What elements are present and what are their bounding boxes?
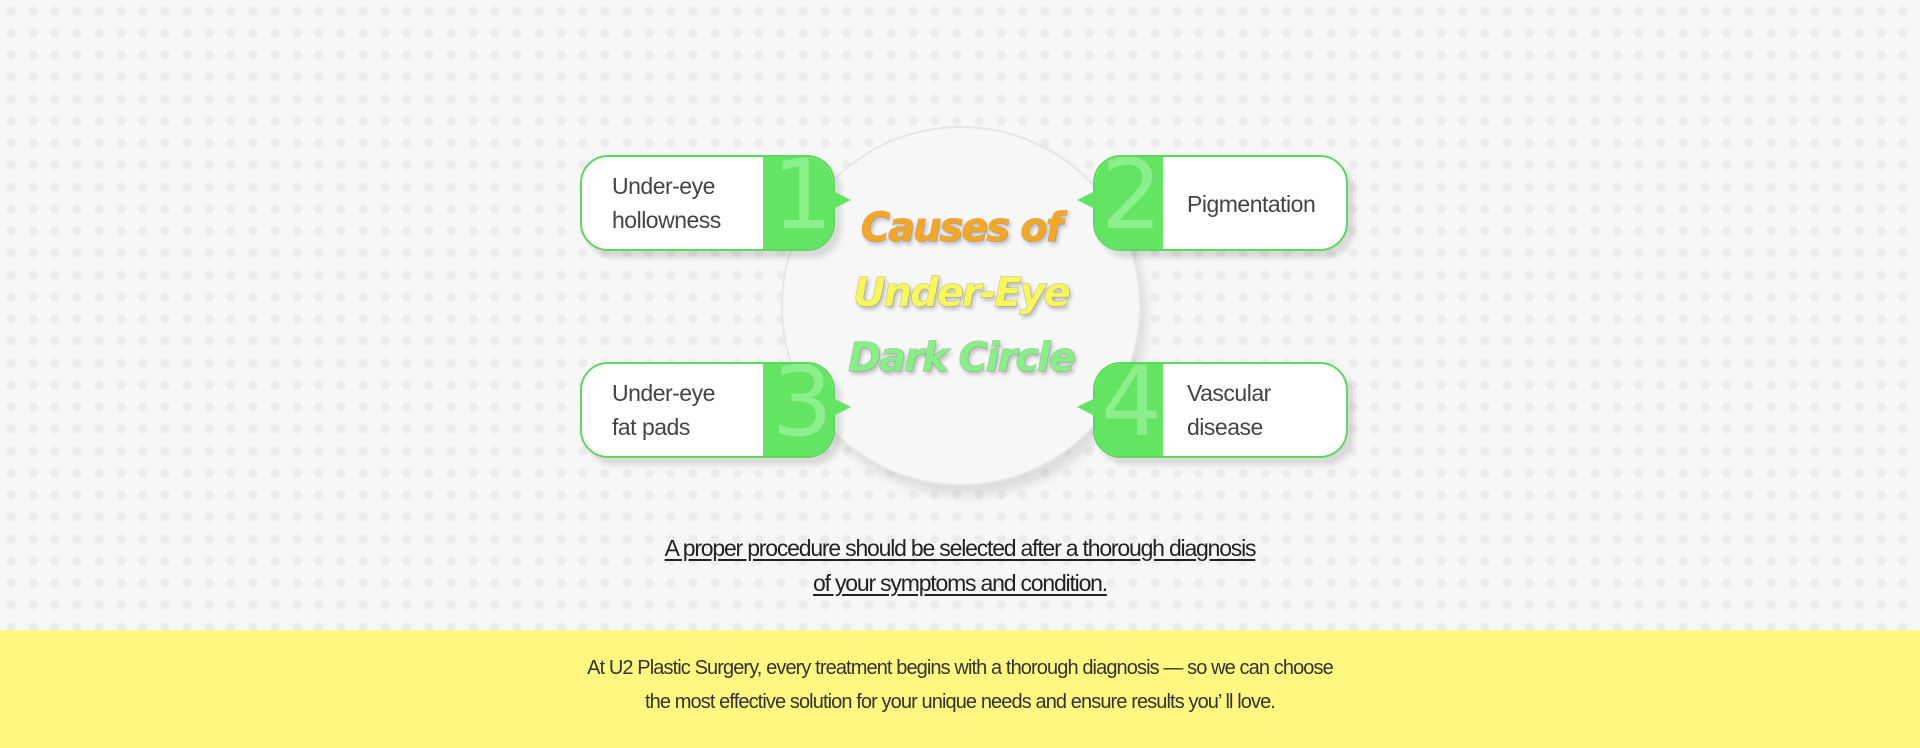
- cause-number-1: 1: [771, 155, 833, 251]
- title-line-2: Under-Eye: [781, 270, 1141, 317]
- diagnosis-note-line-2: of your symptoms and condition.: [813, 570, 1108, 596]
- cause-number-block-1: 1: [763, 155, 833, 251]
- footer-line-1: At U2 Plastic Surgery, every treatment b…: [587, 657, 1334, 679]
- cause-row-top: 1 Under-eye hollowness 2 Pigmentation: [580, 155, 1348, 251]
- title-text-1: Causes of: [860, 205, 1063, 252]
- pointer-4: [1077, 398, 1095, 416]
- cause-label-1: Under-eye hollowness: [612, 173, 721, 233]
- cause-card-1: 1 Under-eye hollowness: [580, 155, 835, 251]
- cause-number-block-2: 2: [1095, 155, 1163, 251]
- cause-row-bottom: 3 Under-eye fat pads 4 Vascular disease: [580, 362, 1348, 458]
- pointer-2: [1077, 191, 1095, 209]
- title-line-1: Causes of: [781, 205, 1141, 252]
- footer-banner: At U2 Plastic Surgery, every treatment b…: [0, 630, 1920, 748]
- footer-line-2: the most effective solution for your uni…: [645, 691, 1276, 713]
- pointer-1: [833, 191, 851, 209]
- cause-number-2: 2: [1101, 155, 1163, 251]
- cause-number-block-3: 3: [763, 362, 833, 458]
- title-line-3: Dark Circle: [781, 335, 1141, 382]
- cause-card-2: 2 Pigmentation: [1093, 155, 1348, 251]
- diagnosis-note: A proper procedure should be selected af…: [560, 531, 1360, 601]
- cause-card-4: 4 Vascular disease: [1093, 362, 1348, 458]
- diagnosis-note-line-1: A proper procedure should be selected af…: [664, 535, 1257, 561]
- title-circle: [781, 126, 1141, 486]
- cause-number-3: 3: [771, 362, 833, 458]
- cause-number-block-4: 4: [1095, 362, 1163, 458]
- cause-label-2: Pigmentation: [1187, 191, 1316, 217]
- pointer-3: [833, 398, 851, 416]
- title-text-2: Under-Eye: [853, 270, 1072, 317]
- cause-card-3: 3 Under-eye fat pads: [580, 362, 835, 458]
- cause-label-4: Vascular disease: [1187, 380, 1271, 440]
- title-text-3: Dark Circle: [848, 335, 1077, 382]
- cause-number-4: 4: [1101, 362, 1163, 458]
- cause-label-3: Under-eye fat pads: [612, 380, 715, 440]
